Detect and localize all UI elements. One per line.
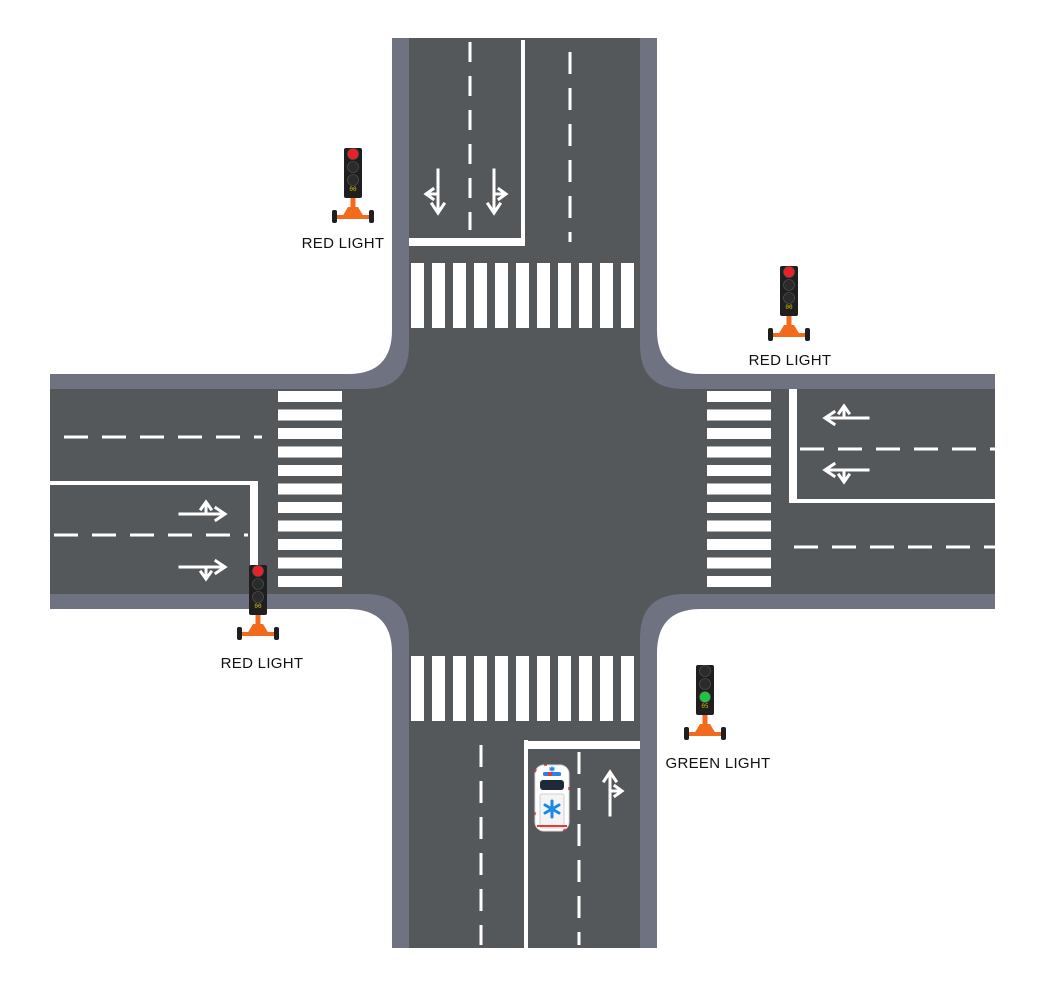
red-lamp	[783, 266, 795, 278]
crosswalks	[278, 263, 771, 721]
right-and-straight-arrow-icon	[485, 168, 509, 216]
crosswalk-stripe	[537, 656, 550, 721]
signal-east: 00	[768, 266, 810, 341]
crosswalk-stripe	[432, 656, 445, 721]
crosswalk-stripe	[474, 656, 487, 721]
straight-and-right-arrow-icon	[822, 403, 870, 427]
crosswalk-stripe	[579, 656, 592, 721]
signal-south-label: GREEN LIGHT	[665, 755, 771, 772]
crosswalk-stripe	[516, 656, 529, 721]
crosswalk-stripe	[707, 557, 771, 569]
green-lamp	[347, 174, 359, 186]
crosswalk-stripe	[278, 409, 342, 421]
crosswalk-stripe	[411, 656, 424, 721]
crosswalk-stripe	[600, 656, 613, 721]
crosswalk-stripe	[474, 263, 487, 328]
crosswalk-stripe	[278, 391, 342, 402]
crosswalk-stripe	[707, 502, 771, 513]
straight-and-left-arrow-icon	[822, 461, 870, 485]
countdown-display: 00	[349, 186, 357, 193]
signal-west: 00	[237, 565, 279, 640]
crosswalk-stripe	[579, 263, 592, 328]
crosswalk-stripe	[278, 446, 342, 458]
crosswalk-stripe	[707, 465, 771, 476]
ambulance-icon	[534, 764, 570, 832]
crosswalk-stripe	[707, 576, 771, 587]
crosswalk-stripe	[278, 539, 342, 550]
lane-markings	[50, 40, 995, 948]
crosswalk-stripe	[495, 263, 508, 328]
crosswalk-stripe	[278, 520, 342, 532]
crosswalk-stripe	[495, 656, 508, 721]
red-lamp	[252, 565, 264, 577]
crosswalk-stripe	[278, 502, 342, 513]
crosswalk-stripe	[537, 263, 550, 328]
signal-west-label: RED LIGHT	[220, 655, 304, 672]
crosswalk-stripe	[707, 483, 771, 495]
crosswalk-stripe	[558, 656, 571, 721]
countdown-display: 00	[254, 603, 262, 610]
crosswalk-stripe	[278, 576, 342, 587]
crosswalk-stripe	[453, 656, 466, 721]
crosswalk-stripe	[621, 263, 634, 328]
left-and-straight-arrow-icon	[423, 168, 447, 216]
crosswalk-stripe	[278, 557, 342, 569]
red-lamp	[699, 665, 711, 677]
crosswalk-stripe	[600, 263, 613, 328]
green-lamp	[252, 591, 264, 603]
countdown-display: 00	[785, 304, 793, 311]
amber-lamp	[699, 678, 711, 690]
signal-east-label: RED LIGHT	[748, 352, 832, 369]
crosswalk-stripe	[278, 428, 342, 439]
green-lamp	[783, 292, 795, 304]
crosswalk-stripe	[411, 263, 424, 328]
signal-north: 00	[332, 148, 374, 223]
crosswalk-stripe	[707, 428, 771, 439]
crosswalk-stripe	[707, 520, 771, 532]
crosswalk-stripe	[432, 263, 445, 328]
amber-lamp	[252, 578, 264, 590]
crosswalk-stripe	[707, 409, 771, 421]
lane-arrows	[178, 168, 870, 817]
crosswalk-stripe	[707, 446, 771, 458]
amber-lamp	[783, 279, 795, 291]
amber-lamp	[347, 161, 359, 173]
green-lamp	[699, 691, 711, 703]
crosswalk-stripe	[707, 539, 771, 550]
countdown-display: 05	[701, 703, 709, 710]
signal-north-label: RED LIGHT	[301, 235, 385, 252]
crosswalk-stripe	[453, 263, 466, 328]
crosswalk-stripe	[621, 656, 634, 721]
crosswalk-stripe	[707, 391, 771, 402]
crosswalk-stripe	[278, 465, 342, 476]
crosswalk-stripe	[558, 263, 571, 328]
red-lamp	[347, 148, 359, 160]
crosswalk-stripe	[516, 263, 529, 328]
straight-and-left-arrow-icon	[178, 499, 228, 523]
crosswalk-stripe	[278, 483, 342, 495]
straight-and-right-arrow-icon	[178, 558, 228, 582]
straight-and-right-arrow-icon	[601, 769, 625, 817]
signal-south: 05	[684, 665, 726, 740]
